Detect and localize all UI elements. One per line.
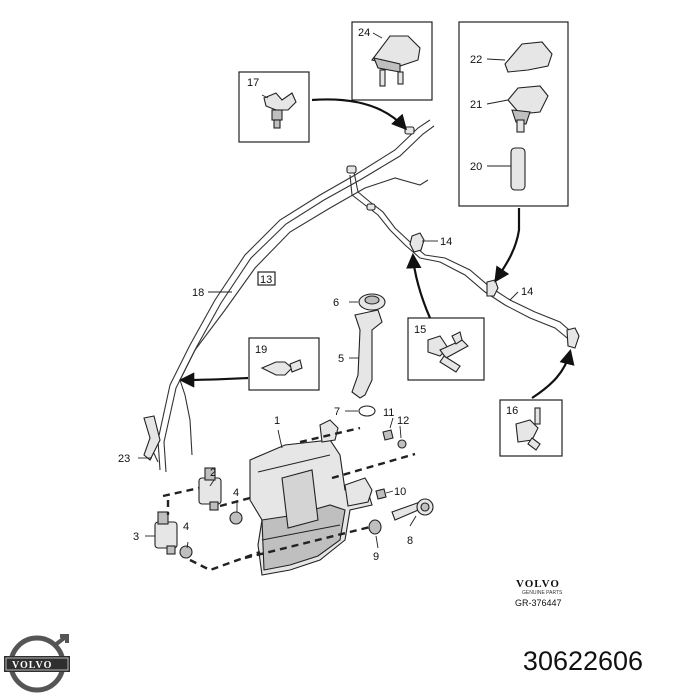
bolts <box>375 429 407 500</box>
hose-bracket <box>143 415 161 461</box>
washer-pump-upper <box>198 467 222 511</box>
callout-13: 13 <box>260 274 272 286</box>
callout-7: 7 <box>334 406 340 418</box>
reference-block: VOLVO GENUINE PARTS GR-376447 <box>515 578 563 608</box>
reference-tagline: GENUINE PARTS <box>522 590 563 596</box>
callout-3: 3 <box>133 531 139 543</box>
washer-pump-lower <box>154 511 178 555</box>
callout-22: 22 <box>470 54 482 66</box>
callout-12: 12 <box>397 415 409 427</box>
callout-5: 5 <box>338 353 344 365</box>
callout-23: 23 <box>118 453 130 465</box>
reference-brand: VOLVO <box>516 578 560 590</box>
reference-code: GR-376447 <box>515 598 562 608</box>
callout-21: 21 <box>470 99 482 111</box>
detail-box-16 <box>499 399 563 457</box>
callout-18: 18 <box>192 287 204 299</box>
callout-15: 15 <box>414 324 426 336</box>
pump-grommets <box>179 511 243 559</box>
volvo-logo: VOLVO <box>4 634 70 693</box>
callout-24: 24 <box>358 27 370 39</box>
callout-1: 1 <box>274 415 280 427</box>
callout-2: 2 <box>210 467 216 479</box>
hose-connector <box>409 232 580 349</box>
assembly-lines <box>162 426 416 572</box>
level-sensor <box>391 498 434 521</box>
detail-box-24 <box>351 21 433 101</box>
callout-19: 19 <box>255 344 267 356</box>
logo-wordmark: VOLVO <box>12 660 52 671</box>
callout-4b: 4 <box>183 521 189 533</box>
part-number-block: 30622606 <box>523 646 643 676</box>
callout-numbers: 24 22 21 20 17 13 18 14 14 6 15 19 5 7 1… <box>118 27 533 563</box>
grommet <box>368 519 382 535</box>
label-box-13 <box>257 271 276 286</box>
filler-neck <box>351 309 383 399</box>
callout-14b: 14 <box>521 286 533 298</box>
leader-lines <box>138 32 519 549</box>
hose-clips <box>346 126 415 211</box>
callout-10: 10 <box>394 486 406 498</box>
callout-14a: 14 <box>440 236 452 248</box>
callout-17: 17 <box>247 77 259 89</box>
part-number: 30622606 <box>523 646 643 676</box>
filler-cap <box>358 293 386 311</box>
callout-16: 16 <box>506 405 518 417</box>
detail-box-20-22 <box>458 21 569 207</box>
detail-box-19 <box>248 337 320 391</box>
callout-9: 9 <box>373 551 379 563</box>
callout-20: 20 <box>470 161 482 173</box>
detail-box-15 <box>407 317 485 381</box>
callout-6: 6 <box>333 297 339 309</box>
reference-arrows <box>178 98 575 399</box>
callout-11: 11 <box>383 407 394 419</box>
detail-box-17 <box>238 71 310 143</box>
callout-4a: 4 <box>233 487 239 499</box>
seal-ring <box>358 405 376 417</box>
callout-8: 8 <box>407 535 413 547</box>
